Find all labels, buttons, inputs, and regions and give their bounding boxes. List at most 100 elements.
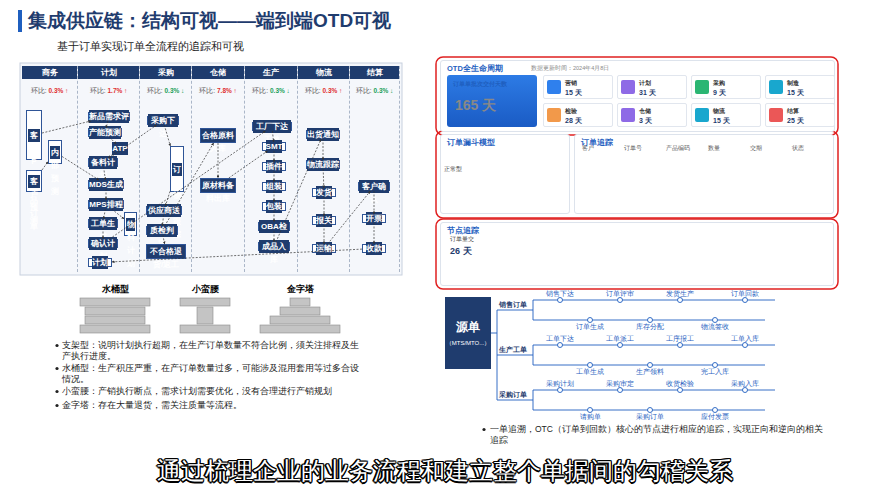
- stage-icon: [769, 80, 783, 94]
- process-box: 客户PO/产品订单: [26, 110, 42, 160]
- decor-shape: [280, 307, 320, 315]
- label-text: 工序报工: [658, 335, 702, 343]
- label-text: 采购订单: [499, 391, 533, 399]
- decor-shape: [180, 298, 230, 306]
- flow-arrow: [106, 189, 107, 200]
- node-text: 仓储: [639, 107, 651, 116]
- node-text: 订单漏斗模型: [447, 138, 495, 148]
- process-box: 备料计划: [88, 158, 118, 167]
- node-text: 组装: [266, 180, 282, 193]
- decor-shape: [482, 428, 485, 431]
- decor-shape: [533, 345, 775, 346]
- label-text: 订单号: [624, 145, 664, 152]
- node-text: 报关: [316, 214, 332, 227]
- flow-arrow: [218, 143, 219, 178]
- lane-header: 物流: [298, 66, 349, 79]
- decor-shape: [743, 343, 748, 348]
- shape-icons: [80, 298, 340, 333]
- decor-shape: [618, 388, 623, 393]
- label-text: 客户: [582, 145, 622, 152]
- decor-shape: [678, 298, 683, 303]
- stage-card: 结算25 天: [765, 103, 835, 127]
- process-box: 出货通知: [306, 130, 340, 139]
- decor-shape: [497, 400, 533, 401]
- flow-arrow: [274, 191, 275, 202]
- process-box: 包装: [262, 202, 286, 211]
- node-text: 订单单批次交付天数: [453, 80, 507, 89]
- decor-shape: [270, 316, 330, 324]
- flow-arrow: [104, 167, 106, 180]
- label-text: 采购计划: [538, 380, 582, 388]
- node-text: MDS生成: [89, 178, 123, 191]
- stage-icon: [547, 108, 561, 122]
- decor-shape: [533, 390, 534, 410]
- label-text: 正常型: [444, 166, 474, 174]
- node-text: 采购下达: [148, 114, 178, 127]
- node-text: 工厂下达工单: [253, 120, 291, 133]
- node-text: MPS排程: [89, 198, 122, 211]
- flow-arrow: [165, 191, 170, 206]
- decor-shape: [713, 408, 718, 413]
- node-text: 合格原料入库: [201, 129, 235, 142]
- flow-arrow: [272, 131, 273, 142]
- process-box: MDS生成: [88, 180, 124, 189]
- process-box: 物料计划: [124, 212, 137, 236]
- decor-shape: [197, 307, 213, 324]
- decor-shape: [436, 57, 838, 135]
- flow-arrow: [42, 162, 48, 170]
- node-text: 31 天: [639, 88, 656, 98]
- decor-shape: [436, 219, 838, 289]
- label-text: 订单量交: [450, 236, 490, 244]
- decor-shape: [55, 367, 58, 370]
- node-text: 物流跟踪: [307, 158, 339, 171]
- stage-card: 营销15 天: [543, 75, 613, 99]
- stage-icon: [547, 80, 561, 94]
- node-text: 原材料备料出库: [201, 179, 235, 192]
- trend-text: 环比:: [356, 87, 372, 96]
- label-text: 请购单: [568, 413, 612, 421]
- label-text: 订单回款: [723, 290, 767, 298]
- process-box: 组装: [262, 182, 286, 191]
- process-box: MPS排程: [88, 200, 124, 209]
- trend-text: 环比:: [90, 87, 106, 96]
- label-text: 工单入库: [723, 335, 767, 343]
- label-text: 工单下达: [538, 335, 582, 343]
- node-text: 包装: [266, 200, 282, 213]
- node-text: 物流: [713, 107, 725, 116]
- decor-shape: [80, 298, 150, 306]
- swimlane: 计划环比:1.7% ↑新品需求评审产能预测ATP备料计划MDS生成MPS排程工单…: [78, 66, 140, 272]
- decor-shape: [588, 318, 593, 323]
- trend-text: 0.3% ↑: [322, 87, 342, 94]
- trend-text: 环比:: [199, 87, 215, 96]
- node-text: 9 天: [713, 88, 726, 98]
- node-text: OBA检查: [259, 220, 289, 233]
- process-box: 成品入库: [258, 242, 290, 251]
- label-text: 采购入库: [723, 380, 767, 388]
- stage-icon: [695, 80, 709, 94]
- decor-shape: [80, 325, 150, 333]
- node-text: 营销: [565, 79, 577, 88]
- node-text: 工单生成: [89, 217, 117, 230]
- swimlane: 物流环比:0.3% ↑出货通知物流跟踪发货报关运输: [298, 66, 350, 272]
- node-text: 15 天: [565, 88, 582, 98]
- label-text: 水桶型: [95, 284, 135, 296]
- flow-arrow: [163, 235, 165, 244]
- subtitle-caption: 通过梳理企业的业务流程和建立整个单据间的勾稽关系: [0, 455, 889, 487]
- process-box: 客户确认: [358, 182, 390, 191]
- stage-card: 检验28 天: [543, 103, 613, 127]
- decor-shape: [533, 300, 775, 301]
- flow-arrow: [106, 121, 108, 128]
- flow-arrow: [62, 156, 99, 180]
- swimlane: 结算环比:0.3% ↓客户确认开票收款: [350, 66, 400, 272]
- process-box: ATP: [112, 144, 128, 152]
- node-text: 备料计划: [89, 156, 117, 169]
- dashboard-panel: OTD全生命周期数据更新时间：2024年4月8日订单单批次交付天数165 天营销…: [440, 60, 835, 132]
- decor-shape: [180, 325, 230, 333]
- label-text: 完工入库: [693, 368, 737, 376]
- node-text: 28 天: [565, 116, 582, 126]
- node-text: 插件: [266, 160, 282, 173]
- label-text: 工单生成: [568, 368, 612, 376]
- flow-arrow: [274, 211, 275, 222]
- label-text: 工单派工: [598, 335, 642, 343]
